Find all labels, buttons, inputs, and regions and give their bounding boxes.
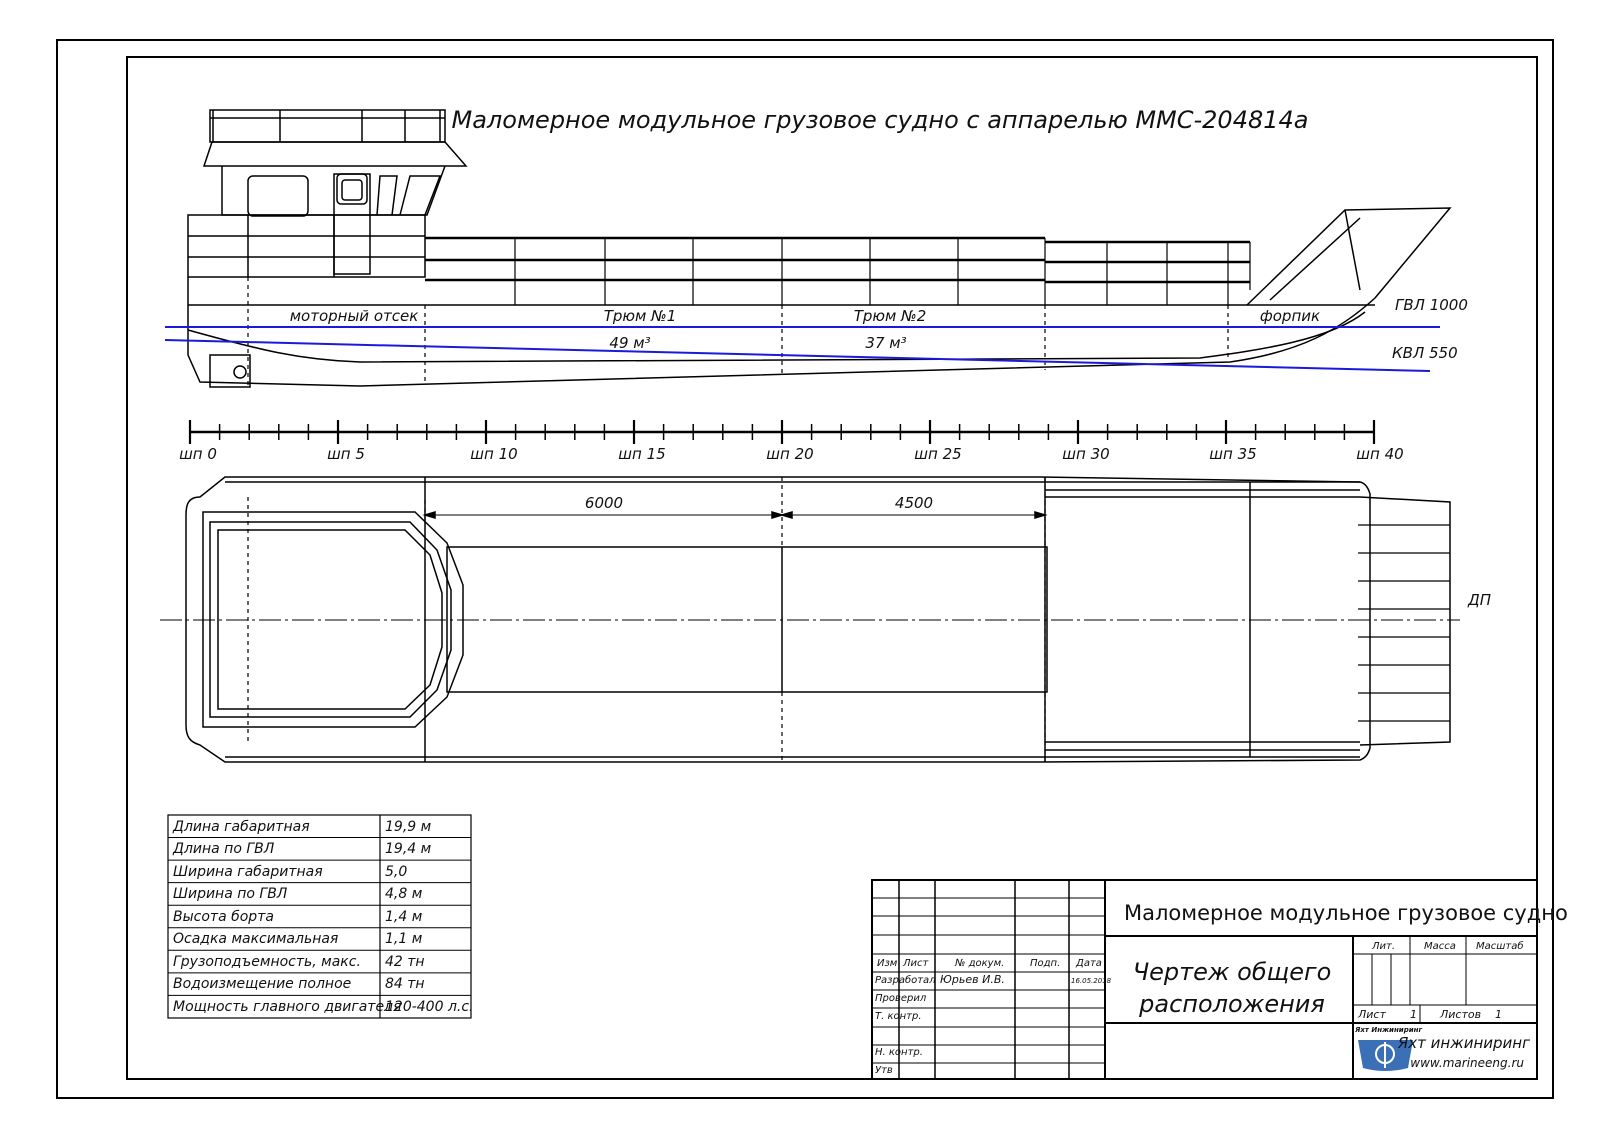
tb-website: www.marineeng.ru bbox=[1410, 1056, 1524, 1070]
tb-sheet-no: 1 bbox=[1410, 1008, 1417, 1021]
spec-label: Длина габаритная bbox=[172, 819, 310, 835]
tb-row-tcontrol: Т. контр. bbox=[875, 1011, 922, 1022]
inner-frame bbox=[126, 56, 1538, 1080]
spec-label: Мощность главного двигателя bbox=[173, 999, 401, 1015]
spec-value: 19,4 м bbox=[385, 841, 432, 857]
tb-doc-line2: расположения bbox=[1138, 990, 1325, 1018]
tb-scale: Масштаб bbox=[1476, 940, 1524, 952]
spec-label: Высота борта bbox=[173, 909, 274, 925]
frame-scale bbox=[188, 420, 1376, 444]
outer-frame bbox=[56, 39, 1554, 1099]
title-block bbox=[871, 879, 1538, 1080]
spec-value: 1,4 м bbox=[385, 909, 423, 925]
label-hold-2: Трюм №2 bbox=[854, 307, 927, 325]
logo-text: Яхт Инжиниринг bbox=[1354, 1026, 1422, 1034]
frame-label-5: шп 5 bbox=[327, 445, 365, 463]
tb-sheets: Листов bbox=[1439, 1008, 1481, 1021]
tb-vessel-name: Маломерное модульное грузовое судно bbox=[1124, 901, 1568, 925]
frame-label-40: шп 40 bbox=[1356, 445, 1403, 463]
spec-value: 84 тн bbox=[385, 976, 425, 992]
label-gvl: ГВЛ 1000 bbox=[1395, 296, 1468, 314]
label-engine-room: моторный отсек bbox=[290, 307, 419, 325]
spec-value: 4,8 м bbox=[385, 886, 423, 902]
spec-label: Длина по ГВЛ bbox=[172, 841, 275, 857]
tb-hdr-doc: № докум. bbox=[954, 958, 1004, 969]
drawing-title: Маломерное модульное грузовое судно с ап… bbox=[452, 106, 1309, 134]
frame-label-35: шп 35 bbox=[1209, 445, 1256, 463]
spec-label: Осадка максимальная bbox=[173, 931, 338, 947]
tb-sheet: Лист bbox=[1357, 1008, 1386, 1021]
spec-label: Водоизмещение полное bbox=[173, 976, 351, 992]
label-volume-1: 49 м³ bbox=[609, 334, 650, 352]
spec-label: Грузоподъемность, макс. bbox=[173, 954, 361, 970]
centerline-label: ДП bbox=[1467, 591, 1491, 609]
label-hold-1: Трюм №1 bbox=[604, 307, 677, 325]
frame-label-30: шп 30 bbox=[1062, 445, 1109, 463]
spec-value: 42 тн bbox=[385, 954, 425, 970]
spec-value: 1,1 м bbox=[385, 931, 423, 947]
spec-labels: Длина габаритная Длина по ГВЛ Ширина габ… bbox=[172, 819, 401, 1015]
label-forepeak: форпик bbox=[1260, 307, 1320, 325]
frame-label-25: шп 25 bbox=[914, 445, 961, 463]
dim-4500: 4500 bbox=[895, 494, 933, 512]
spec-label: Ширина по ГВЛ bbox=[173, 886, 288, 902]
tb-lit: Лит. bbox=[1371, 941, 1395, 952]
company-logo: Яхт Инжиниринг bbox=[1354, 1026, 1422, 1071]
spec-value: 19,9 м bbox=[385, 819, 432, 835]
profile-view bbox=[187, 109, 1452, 388]
tb-sheets-no: 1 bbox=[1495, 1008, 1502, 1021]
tb-mass: Масса bbox=[1424, 941, 1456, 952]
label-volume-2: 37 м³ bbox=[865, 334, 906, 352]
spec-label: Ширина габаритная bbox=[173, 864, 323, 880]
tb-row-approved: Утв bbox=[875, 1065, 893, 1076]
dim-6000: 6000 bbox=[585, 494, 623, 512]
tb-row-developed: Разработал bbox=[875, 974, 936, 986]
label-kvl: КВЛ 550 bbox=[1392, 344, 1458, 362]
frame-labels: шп 0 шп 5 шп 10 шп 15 шп 20 шп 25 шп 30 … bbox=[179, 445, 1404, 463]
tb-hdr-list: Лист bbox=[902, 958, 930, 969]
kvl-waterline bbox=[164, 339, 1431, 372]
specs-table: Длина габаритная Длина по ГВЛ Ширина габ… bbox=[167, 814, 474, 1019]
tb-developer: Юрьев И.В. bbox=[940, 973, 1005, 986]
tb-row-checked: Проверил bbox=[875, 993, 927, 1004]
tb-doc-line1: Чертеж общего bbox=[1133, 958, 1332, 986]
frame-label-10: шп 10 bbox=[470, 445, 517, 463]
tb-hdr-sign: Подп. bbox=[1030, 958, 1060, 969]
frame-label-20: шп 20 bbox=[766, 445, 813, 463]
tb-hdr-izm: Изм bbox=[877, 958, 898, 969]
tb-company: Яхт инжиниринг bbox=[1397, 1034, 1530, 1052]
tb-date: 16.05.2018 bbox=[1071, 977, 1112, 985]
frame-label-15: шп 15 bbox=[618, 445, 665, 463]
tb-row-ncontrol: Н. контр. bbox=[875, 1047, 923, 1058]
tb-hdr-date: Дата bbox=[1075, 958, 1102, 969]
plan-view bbox=[160, 476, 1460, 763]
spec-value: 120-400 л.с. bbox=[385, 999, 474, 1015]
frame-label-0: шп 0 bbox=[179, 445, 217, 463]
spec-value: 5,0 bbox=[385, 864, 407, 880]
spec-values: 19,9 м 19,4 м 5,0 4,8 м 1,4 м 1,1 м 42 т… bbox=[385, 819, 474, 1015]
